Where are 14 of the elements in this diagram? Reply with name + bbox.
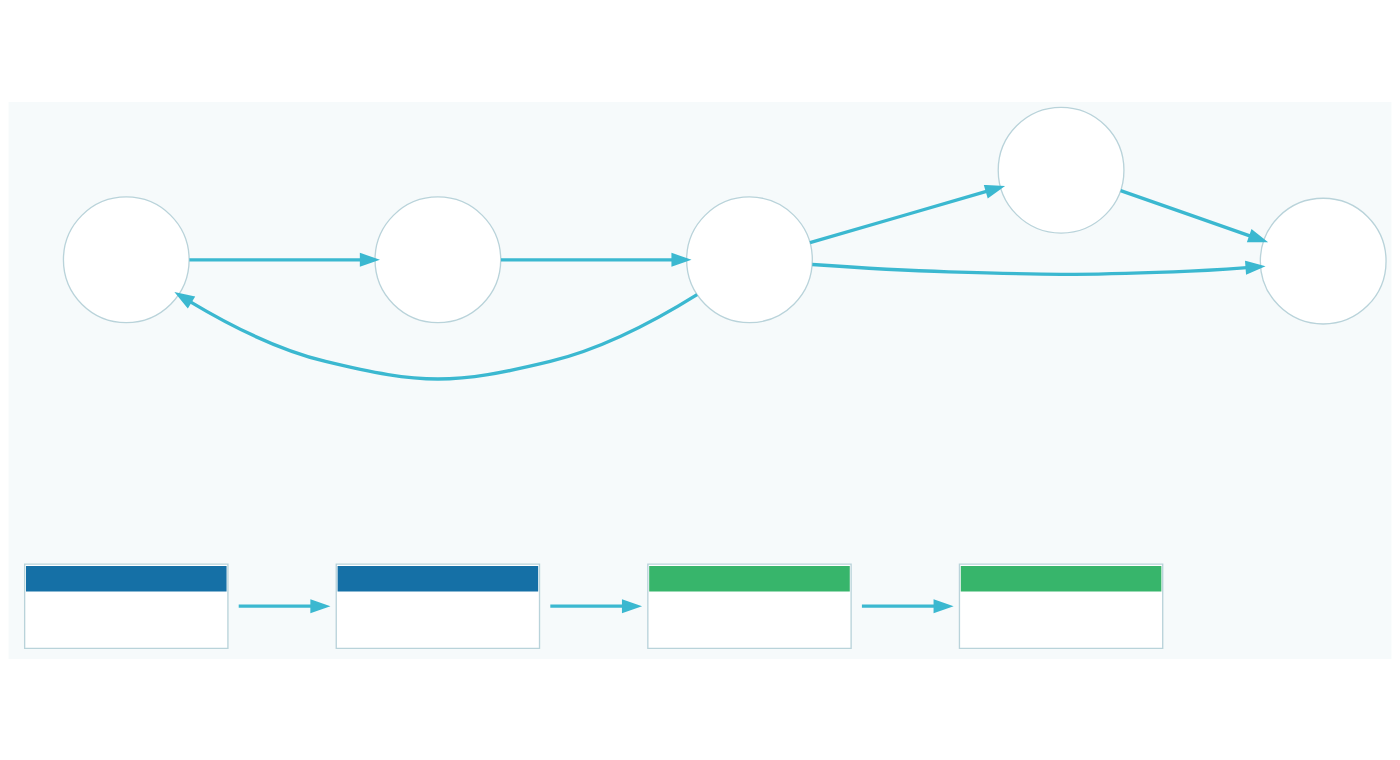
node-circle [997, 106, 1125, 234]
arrow [1120, 188, 1269, 242]
arrow [861, 598, 954, 613]
node-circle [374, 195, 502, 323]
arrow [812, 260, 1266, 276]
arrow [238, 598, 331, 613]
node-circle [685, 195, 813, 323]
arrow [174, 291, 698, 381]
arrow [501, 252, 692, 267]
node-circle [1259, 197, 1387, 325]
arrow [189, 252, 380, 267]
node-circle [62, 195, 190, 323]
arrow [550, 598, 643, 613]
arrow [809, 184, 1006, 244]
